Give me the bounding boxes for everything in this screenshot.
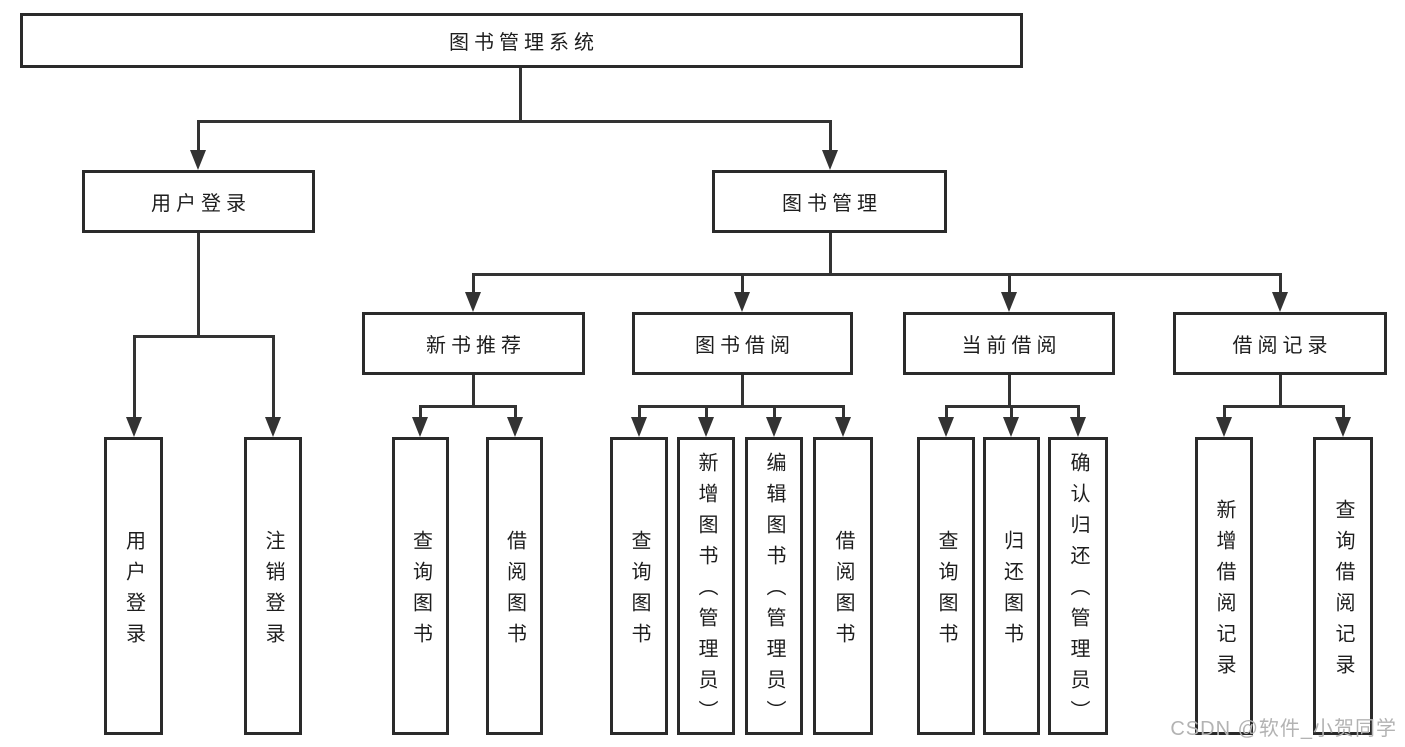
connector-vline	[1223, 405, 1226, 421]
node-user-login: 用户登录	[82, 170, 315, 233]
node-label: 用户登录	[151, 193, 251, 215]
node-label: 查询图书	[409, 529, 432, 654]
connector-vline	[472, 273, 475, 294]
node-borrowing-records: 借阅记录	[1173, 312, 1387, 375]
arrow-down-icon	[734, 292, 750, 312]
node-label: 借阅记录	[1232, 335, 1333, 357]
arrow-down-icon	[1216, 417, 1232, 437]
connector-hline	[133, 335, 275, 338]
node-book-management: 图书管理	[712, 170, 947, 233]
node-label: 编辑图书（管理员）	[763, 452, 785, 731]
csdn-watermark: CSDN @软件_小贺同学	[1170, 718, 1397, 740]
connector-vline	[705, 405, 708, 421]
connector-hline	[419, 405, 517, 408]
connector-vline	[1342, 405, 1345, 421]
node-label: 新书推荐	[426, 335, 526, 357]
node-label: 查询借阅记录	[1332, 498, 1354, 685]
connector-vline	[472, 375, 475, 407]
arrow-down-icon	[190, 150, 206, 170]
arrow-down-icon	[822, 150, 838, 170]
connector-vline	[1279, 375, 1282, 407]
connector-vline	[133, 335, 136, 419]
leaf-query-book-borrowing: 查询图书	[610, 437, 668, 735]
connector-vline	[638, 405, 641, 421]
node-label: 图书管理系统	[449, 32, 599, 54]
leaf-edit-book-admin: 编辑图书（管理员）	[745, 437, 803, 735]
connector-vline	[519, 68, 522, 122]
arrow-down-icon	[1003, 417, 1019, 437]
connector-vline	[1077, 405, 1080, 421]
node-label: 新增图书（管理员）	[695, 452, 717, 731]
connector-vline	[1008, 375, 1011, 407]
node-label: 查询图书	[935, 529, 957, 654]
node-book-borrowing: 图书借阅	[632, 312, 853, 375]
connector-vline	[829, 120, 832, 152]
leaf-query-borrow-record: 查询借阅记录	[1313, 437, 1373, 735]
connector-hline	[1223, 405, 1345, 408]
arrow-down-icon	[938, 417, 954, 437]
connector-vline	[829, 233, 832, 275]
connector-vline	[842, 405, 845, 421]
arrow-down-icon	[698, 417, 714, 437]
connector-vline	[1279, 273, 1282, 294]
node-label: 确认归还（管理员）	[1067, 452, 1089, 731]
connector-hline	[472, 273, 1282, 276]
arrow-down-icon	[1272, 292, 1288, 312]
arrow-down-icon	[507, 417, 523, 437]
connector-vline	[773, 405, 776, 421]
leaf-query-book-current: 查询图书	[917, 437, 975, 735]
leaf-borrow-book: 借阅图书	[813, 437, 873, 735]
connector-hline	[638, 405, 845, 408]
node-current-borrowing: 当前借阅	[903, 312, 1115, 375]
connector-vline	[1010, 405, 1013, 421]
arrow-down-icon	[1335, 417, 1351, 437]
connector-vline	[1008, 273, 1011, 294]
node-label: 借阅图书	[832, 529, 854, 654]
node-label: 当前借阅	[961, 335, 1062, 357]
leaf-add-book-admin: 新增图书（管理员）	[677, 437, 735, 735]
connector-vline	[272, 335, 275, 419]
node-library-management-system: 图书管理系统	[20, 13, 1023, 68]
arrow-down-icon	[631, 417, 647, 437]
connector-vline	[197, 120, 200, 152]
node-label: 注销登录	[262, 529, 284, 654]
arrow-down-icon	[835, 417, 851, 437]
arrow-down-icon	[265, 417, 281, 437]
arrow-down-icon	[126, 417, 142, 437]
connector-hline	[197, 120, 832, 123]
node-label: 查询图书	[628, 529, 650, 654]
leaf-logout: 注销登录	[244, 437, 302, 735]
connector-vline	[741, 375, 744, 407]
node-label: 用户登录	[122, 529, 145, 654]
arrow-down-icon	[766, 417, 782, 437]
arrow-down-icon	[1001, 292, 1017, 312]
node-label: 图书管理	[782, 193, 882, 215]
connector-vline	[945, 405, 948, 421]
connector-vline	[419, 405, 422, 421]
leaf-add-borrow-record: 新增借阅记录	[1195, 437, 1253, 735]
leaf-confirm-return-admin: 确认归还（管理员）	[1048, 437, 1108, 735]
leaf-borrow-book-recommend: 借阅图书	[486, 437, 543, 735]
node-label: 图书借阅	[695, 335, 795, 357]
node-label: 新增借阅记录	[1213, 498, 1235, 685]
node-label: 借阅图书	[503, 529, 526, 654]
arrow-down-icon	[412, 417, 428, 437]
node-label: 归还图书	[1000, 529, 1023, 654]
leaf-return-book: 归还图书	[983, 437, 1040, 735]
arrow-down-icon	[1070, 417, 1086, 437]
connector-vline	[514, 405, 517, 421]
node-new-book-recommend: 新书推荐	[362, 312, 585, 375]
connector-vline	[197, 233, 200, 337]
arrow-down-icon	[465, 292, 481, 312]
connector-vline	[741, 273, 744, 294]
leaf-query-book-recommend: 查询图书	[392, 437, 449, 735]
leaf-user-login: 用户登录	[104, 437, 163, 735]
